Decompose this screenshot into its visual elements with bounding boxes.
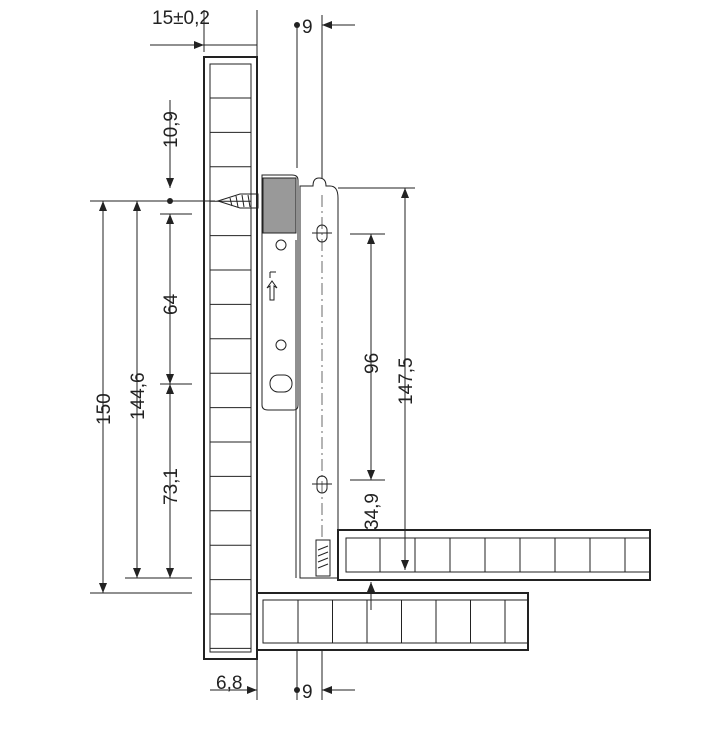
dim-label-144-6: 144,6 (128, 372, 149, 420)
adjust-slot-icon (269, 374, 293, 393)
dim-label-34-9: 34,9 (362, 493, 383, 530)
dimension-lines (99, 21, 409, 694)
screw-icon (315, 539, 331, 577)
drawer-front-panel (203, 56, 258, 660)
dim-label-64: 64 (161, 293, 182, 315)
arrow-up-icon (266, 280, 278, 301)
dim-label-bottom-9: 9 (302, 682, 313, 703)
dim-label-screw-offset: 10,9 (161, 111, 182, 148)
extension-lines (90, 10, 415, 700)
mounting-hole-icon (312, 224, 332, 243)
drawer-bottom-panel (256, 592, 529, 651)
dim-label-top-offset: 9 (302, 17, 313, 38)
screw-icon (216, 193, 259, 209)
dim-label-73-1: 73,1 (161, 468, 182, 505)
dim-label-6-8: 6,8 (216, 673, 242, 694)
front-fixing-bracket (216, 174, 299, 411)
dim-label-96: 96 (362, 353, 383, 374)
drawer-side-panel (337, 529, 651, 581)
mounting-hole-icon (312, 475, 332, 494)
dim-label-147-5: 147,5 (396, 357, 417, 405)
runner-profile (295, 177, 339, 579)
dim-label-150: 150 (94, 393, 115, 425)
dim-label-front-thickness: 15±0,2 (152, 8, 210, 29)
